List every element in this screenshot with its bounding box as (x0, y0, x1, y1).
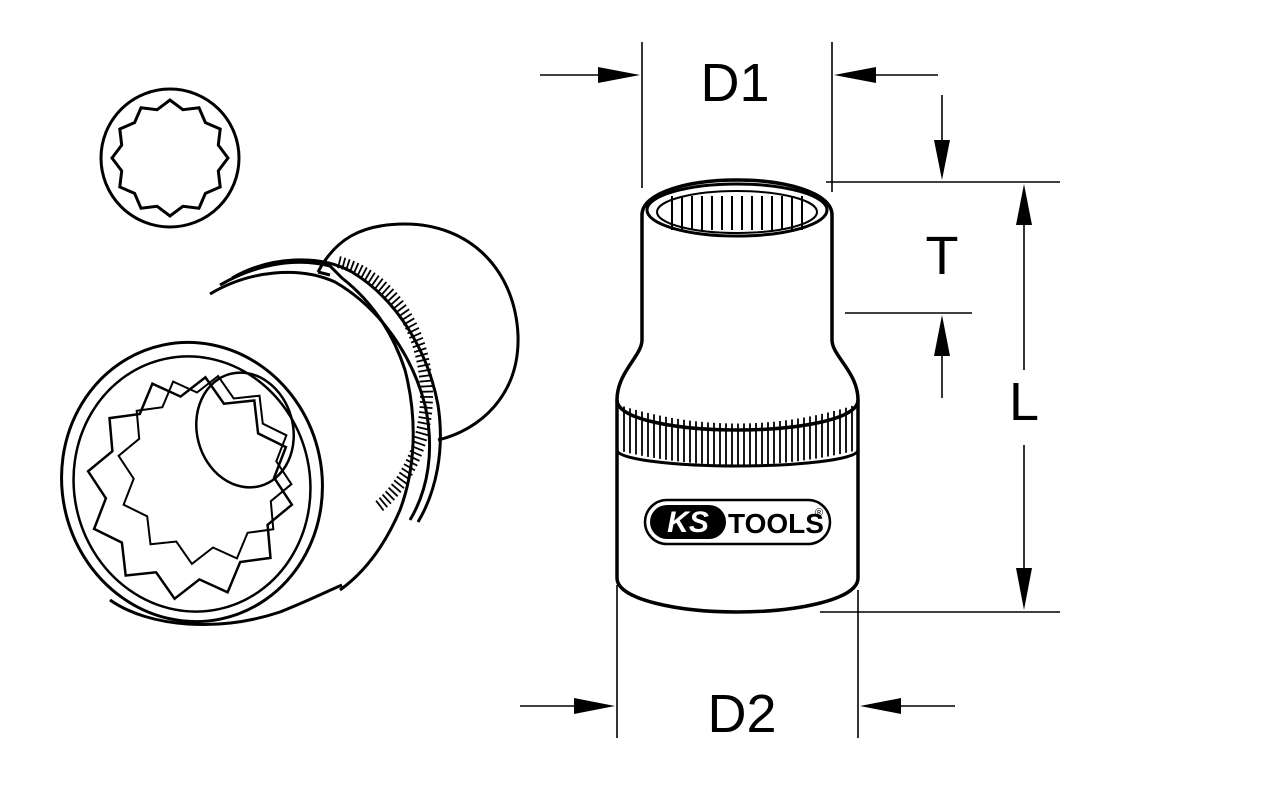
dimension-label-t: T (926, 226, 959, 286)
logo-registered-mark: ® (815, 507, 823, 519)
logo-ks-text: KS (667, 506, 709, 539)
knurl-ring-pattern (337, 256, 434, 512)
dimension-lines (520, 42, 1060, 738)
ks-tools-logo: KS TOOLS ® (643, 498, 832, 546)
dimension-label-d1: D1 (700, 53, 769, 113)
logo-tools-text: TOOLS (728, 508, 824, 539)
twelve-point-profile-icon (99, 87, 241, 229)
socket-isometric-view (60, 222, 520, 626)
socket-side-view: KS TOOLS ® (615, 178, 860, 614)
band-knurl-pattern (623, 405, 853, 465)
dimension-label-d2: D2 (707, 684, 776, 744)
top-tooth-pattern (671, 196, 803, 230)
dimension-label-l: L (1009, 372, 1039, 432)
